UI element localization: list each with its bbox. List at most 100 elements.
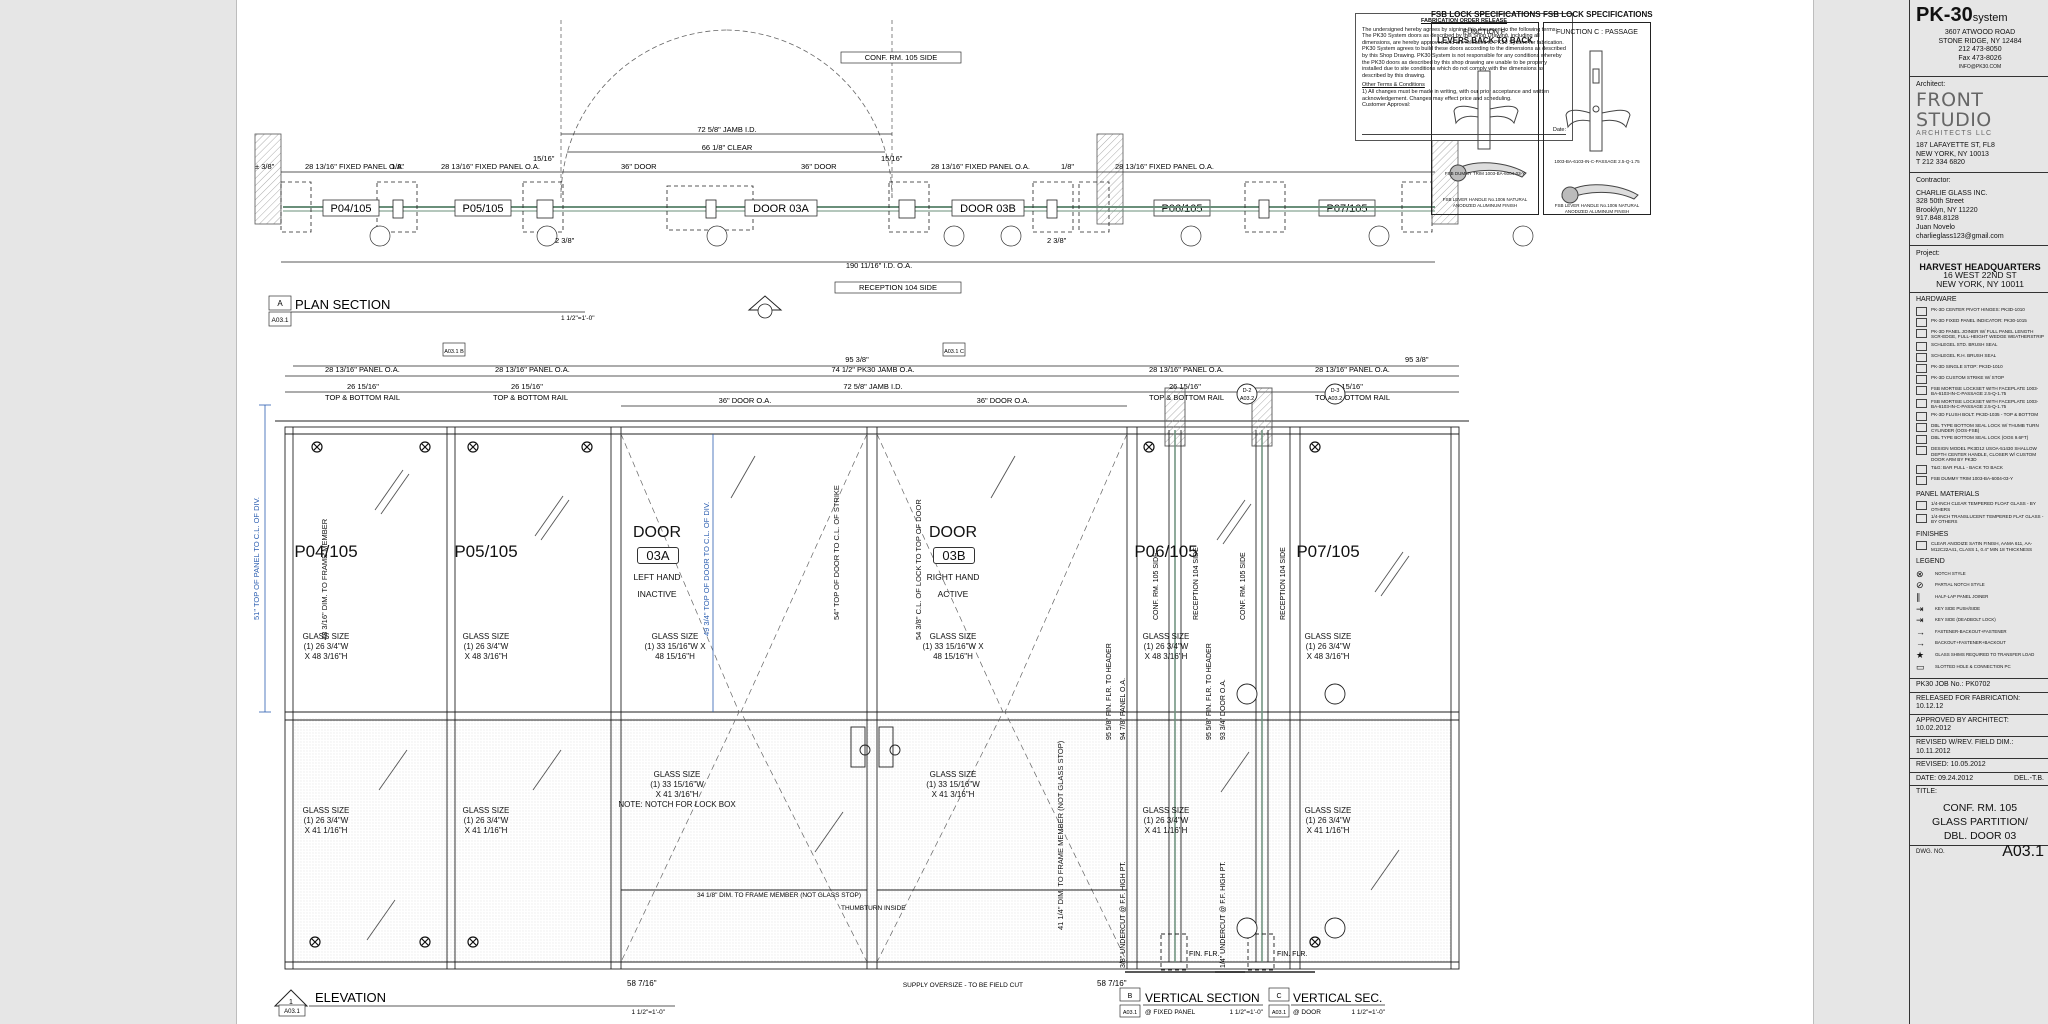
- legend-symbol-icon: ∥: [1916, 591, 1921, 602]
- approved-date: APPROVED BY ARCHITECT: 10.02.2012: [1910, 715, 2048, 738]
- elev-dim-bottom-right: 58 7/16": [1097, 979, 1127, 988]
- hardware-symbol-icon: [1916, 422, 1927, 432]
- legend-item: ⇥KEY SIDE PUSH/SIDE: [1916, 603, 2044, 614]
- hardware-item: PK-3D FIXED PANEL INDICATOR: PK30-1015: [1916, 318, 2044, 328]
- title-label: TITLE:: [1916, 788, 1938, 796]
- architect-address-2: NEW YORK, NY 10013: [1916, 150, 1989, 158]
- plan-dim-total: 190 11/16" I.D. O.A.: [846, 261, 912, 270]
- hardware-item: PK-3D CUSTOM STRIKE W/ STOP: [1916, 374, 2044, 384]
- vsec-b-fin: FIN. FLR.: [1189, 951, 1219, 958]
- hardware-schedule: HARDWARE PK-3D CENTER PIVOT HINGES: PK3D…: [1910, 293, 2048, 680]
- legend-item: ▭SLOTTED HOLE & CONNECTION PC: [1916, 662, 2044, 672]
- legend-item-label: SLOTTED HOLE & CONNECTION PC: [1935, 663, 2011, 669]
- fsb-2-finish: FSB LEVER HANDLE No.1006 NATURAL ANODIZE…: [1554, 203, 1640, 214]
- elev-dim-jamb: 74 1/2" PK30 JAMB O.A.: [831, 365, 914, 374]
- fixing-markers: [309, 441, 1321, 948]
- architect-label: Architect:: [1916, 80, 1946, 88]
- plan-dim-p07: 28 13/16" FIXED PANEL O.A.: [1115, 162, 1214, 171]
- vsec-b-side1: CONF. RM. 105 SIDE: [1153, 552, 1160, 620]
- plan-dim-p05: 28 13/16" FIXED PANEL O.A.: [441, 162, 540, 171]
- hardware-item-label: FSB MORTISE LOCKSET WITH FACEPLATE 1003-…: [1931, 385, 2039, 397]
- plan-dim-joint4: 1/8": [1061, 162, 1074, 171]
- released-date: RELEASED FOR FABRICATION: 10.12.12: [1910, 693, 2048, 715]
- panel-material-2: 1/4-INCH TRANSLUCENT TEMPERED FLAT GLASS…: [1931, 513, 2044, 525]
- hardware-label: HARDWARE: [1916, 296, 1957, 304]
- plan-label-p06: P06/105: [1162, 203, 1203, 215]
- plan-scale: 1 1/2"=1'-0": [561, 315, 595, 322]
- project-info: Project: HARVEST HEADQUARTERS 16 WEST 22…: [1910, 246, 2048, 294]
- fsb-2-title: FSB LOCK SPECIFICATIONS: [1543, 10, 1653, 19]
- legend-symbol-icon: ⇥: [1916, 603, 1924, 614]
- elev-vert-note-frame: 48 3/16" DIM. TO FRAME MEMBER: [320, 518, 329, 640]
- drawing-date-row: DATE: 09.24.2012 DEL.-T.B.: [1910, 773, 2048, 787]
- vsec-c-sheet: A03.1: [1272, 1010, 1286, 1016]
- legend-item: ⇥KEY SIDE (DEADBOLT LOCK): [1916, 616, 2044, 625]
- hardware-item: PK-3D PANEL JOINER W/ FULL PANEL LENGTH …: [1916, 329, 2044, 340]
- vsection-labels: CONF. RM. 105 SIDE RECEPTION 104 SIDE 95…: [1106, 388, 1342, 968]
- elevation-sheet-ref: A03.1: [284, 1009, 300, 1015]
- release-note-title: FABRICATION ORDER RELEASE: [1420, 18, 1508, 24]
- drawing-number-label: DWG. NO.: [1916, 849, 1945, 856]
- hardware-item: FSB MORTISE LOCKSET WITH FACEPLATE 1003-…: [1916, 398, 2044, 410]
- hardware-item-label: PK-3D SINGLE STOP: PK3D-1010: [1931, 363, 2003, 369]
- hardware-symbol-icon: [1916, 411, 1927, 421]
- company-fax: Fax 473-8026: [1958, 54, 2002, 62]
- vsec-b-tag-sheet: A03.2: [1240, 396, 1254, 402]
- legend-item-label: NOTCH STYLE: [1935, 570, 1966, 576]
- vsec-c-title: VERTICAL SEC.: [1293, 991, 1382, 1005]
- drawing-date: 09.24.2012: [1938, 774, 1974, 782]
- plan-callout: A: [277, 299, 283, 308]
- project-name: HARVEST HEADQUARTERS: [1919, 261, 2041, 272]
- legend-item: ★GLASS SHIMS REQUIRED TO TRANSFER LOAD: [1916, 651, 2044, 660]
- legend-item-label: PARTIAL NOTCH STYLE: [1935, 582, 1985, 588]
- revised-date: REVISED: 10.05.2012: [1910, 759, 2048, 773]
- wall-right: [1096, 133, 1124, 225]
- hardware-symbol-icon: [1916, 435, 1927, 445]
- elevation-frame: [275, 420, 1469, 970]
- release-note-approval: Customer Approval:: [1362, 102, 1411, 109]
- material-symbol-icon: [1916, 513, 1927, 523]
- hardware-item-label: FSB DUMMY TRIM 1003-BA-6004-03-Y: [1931, 475, 2014, 481]
- fsb-1-box: FUNCTION F: LEVERS BACK TO BACK FSB DUMM…: [1431, 22, 1539, 215]
- hardware-symbol-icon: [1916, 385, 1927, 395]
- hardware-item-label: DBL TYPE BOTTOM SEAL LOCK W/ THUMB TURN …: [1931, 422, 2039, 433]
- hardware-symbol-icon: [1916, 374, 1927, 384]
- elev-bottom-notes: 34 1/8" DIM. TO FRAME MEMBER (NOT GLASS …: [627, 892, 1127, 989]
- vsec-c-h1: 95 5/8" FIN. FLR. TO HEADER: [1206, 643, 1213, 740]
- elev-dim-bottom-left: 58 7/16": [627, 979, 657, 988]
- project-address-2: NEW YORK, NY 10011: [1936, 278, 2024, 289]
- fabrication-release-note: FABRICATION ORDER RELEASE The undersigne…: [1355, 13, 1573, 141]
- plan-label-p07: P07/105: [1327, 203, 1368, 215]
- contractor-city: Brooklyn, NY 11220: [1916, 206, 1978, 214]
- title-block: PK-30system 3607 ATWOOD ROAD STONE RIDGE…: [1909, 0, 2048, 1024]
- plan-dim-joint2: 15/16": [533, 154, 555, 163]
- elevation-title-block: 1 A03.1 ELEVATION 1 1/2"=1'-0": [273, 989, 675, 1017]
- legend-symbol-icon: ⇥: [1916, 615, 1924, 626]
- hardware-item-label: PK-3D FIXED PANEL INDICATOR: PK30-1015: [1931, 318, 2027, 324]
- drawing-title-section: TITLE: CONF. RM. 105 GLASS PARTITION/ DB…: [1910, 786, 2048, 847]
- legend-item-label: HALF-LAP PANEL JOINER: [1935, 593, 1989, 599]
- pk30-logo: PK-30system: [1916, 4, 2044, 29]
- vertical-sections: [1125, 383, 1346, 973]
- plan-title: PLAN SECTION: [295, 297, 390, 312]
- panel-materials-label: PANEL MATERIALS: [1916, 490, 1980, 498]
- elev-dim-p04: 28 13/16" PANEL O.A.: [325, 365, 400, 374]
- elev-dim-overall-right: 95 3/8": [1405, 355, 1429, 364]
- hardware-item-label: T&G: BAR PULL - BACK TO BACK: [1931, 464, 2003, 470]
- hardware-item: DBL TYPE BOTTOM SEAL LOCK W/ THUMB TURN …: [1916, 422, 2044, 434]
- legend-item-label: BACKOUT+FASTENER+BACKOUT: [1935, 640, 2006, 646]
- hardware-symbol-icon: [1916, 363, 1927, 373]
- elev-dim-p06: 28 13/16" PANEL O.A.: [1149, 365, 1224, 374]
- plan-dim-p06: 28 13/16" FIXED PANEL O.A.: [931, 162, 1030, 171]
- hardware-symbol-icon: [1916, 318, 1927, 328]
- elev-dim-p05: 28 13/16" PANEL O.A.: [495, 365, 570, 374]
- hardware-item: PK-3D FLUSH BOLT: PK3D-1035 - TOP & BOTT…: [1916, 411, 2044, 421]
- pk30-company-info: PK-30system 3607 ATWOOD ROAD STONE RIDGE…: [1910, 0, 2048, 77]
- release-note-terms: 1) All changes must be made in writing, …: [1362, 88, 1550, 102]
- finish-1: CLEAR ANODIZE SATIN FINISH, AAMA 611, AA…: [1931, 541, 2033, 552]
- plan-bottom-side-label: RECEPTION 104 SIDE: [859, 283, 937, 292]
- wall-left: [254, 133, 282, 225]
- vsec-c-tag-d: D-3: [1331, 388, 1340, 394]
- legend-symbol-icon: ⊗: [1916, 568, 1924, 579]
- legend-item: ∥ HALF-LAP PANEL JOINER: [1916, 593, 2044, 602]
